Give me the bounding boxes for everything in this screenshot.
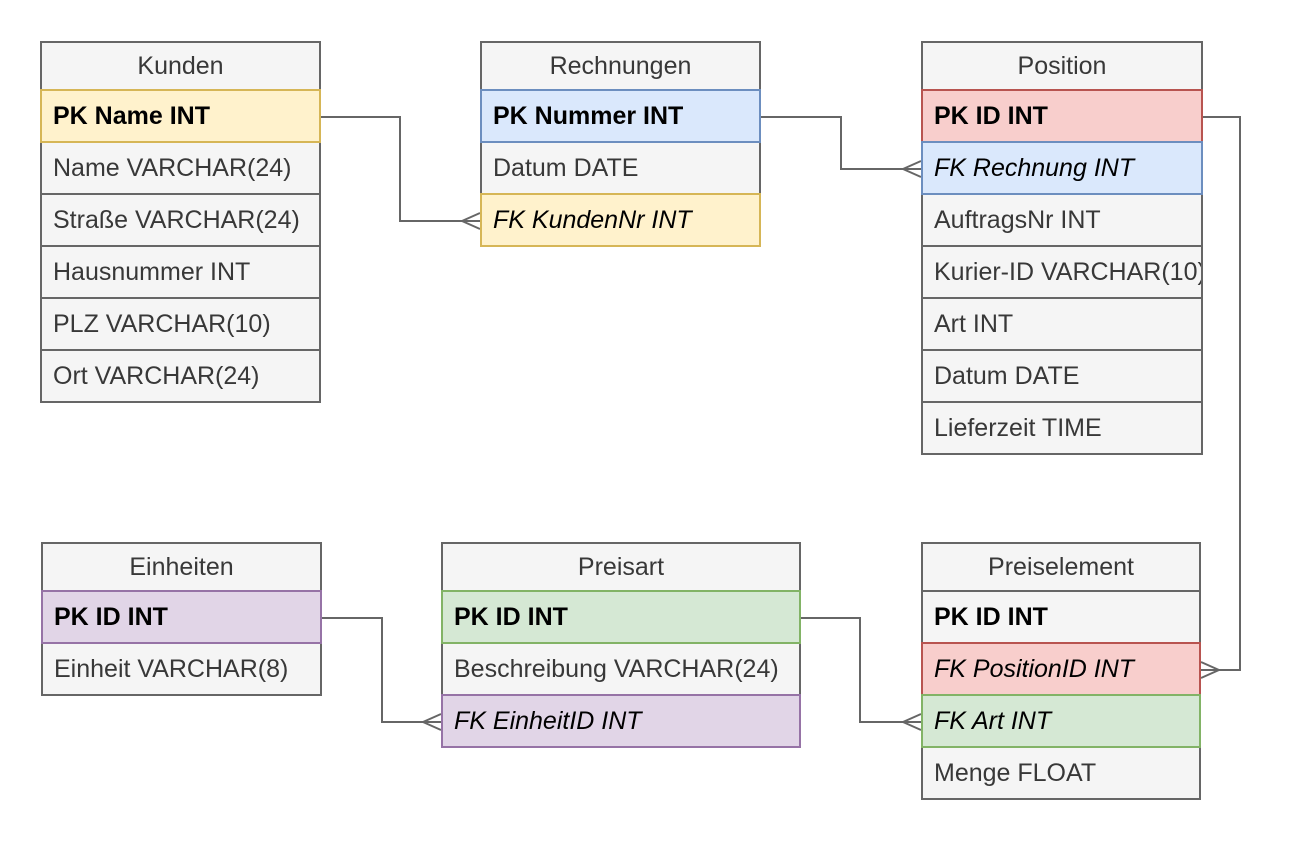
table-title: Einheiten: [41, 542, 322, 592]
table-row-foreign-key: FK PositionID INT: [921, 642, 1201, 696]
table-title: Preisart: [441, 542, 801, 592]
table-row-attribute: Einheit VARCHAR(8): [41, 644, 322, 696]
table-title: Preiselement: [921, 542, 1201, 592]
table-row-primary-key: PK ID INT: [441, 590, 801, 644]
table-title: Kunden: [40, 41, 321, 91]
table-row-foreign-key: FK Art INT: [921, 694, 1201, 748]
table-row-primary-key: PK ID INT: [41, 590, 322, 644]
connector-kunden-to-rechnungen: [321, 116, 481, 230]
connector-preisart-to-preiselement: [801, 617, 922, 731]
table-row-attribute: AuftragsNr INT: [921, 195, 1203, 247]
table-row-attribute: Art INT: [921, 299, 1203, 351]
table-title: Position: [921, 41, 1203, 91]
table-row-attribute: Straße VARCHAR(24): [40, 195, 321, 247]
table-row-primary-key: PK ID INT: [921, 592, 1201, 644]
table-row-foreign-key: FK EinheitID INT: [441, 694, 801, 748]
table-row-attribute: Lieferzeit TIME: [921, 403, 1203, 455]
table-row-attribute: Hausnummer INT: [40, 247, 321, 299]
table-row-attribute: Ort VARCHAR(24): [40, 351, 321, 403]
table-row-attribute: PLZ VARCHAR(10): [40, 299, 321, 351]
connector-einheiten-to-preisart: [322, 617, 442, 731]
table-title: Rechnungen: [480, 41, 761, 91]
connector-position-to-preiselement: [1200, 116, 1241, 679]
table-row-primary-key: PK ID INT: [921, 89, 1203, 143]
table-row-attribute: Name VARCHAR(24): [40, 143, 321, 195]
table-row-attribute: Datum DATE: [921, 351, 1203, 403]
table-row-foreign-key: FK KundenNr INT: [480, 193, 761, 247]
table-row-foreign-key: FK Rechnung INT: [921, 141, 1203, 195]
table-row-primary-key: PK Name INT: [40, 89, 321, 143]
table-row-primary-key: PK Nummer INT: [480, 89, 761, 143]
table-row-attribute: Beschreibung VARCHAR(24): [441, 644, 801, 696]
table-row-attribute: Kurier-ID VARCHAR(10): [921, 247, 1203, 299]
table-row-attribute: Menge FLOAT: [921, 748, 1201, 800]
connector-rechnungen-to-position: [761, 116, 922, 178]
table-row-attribute: Datum DATE: [480, 143, 761, 195]
